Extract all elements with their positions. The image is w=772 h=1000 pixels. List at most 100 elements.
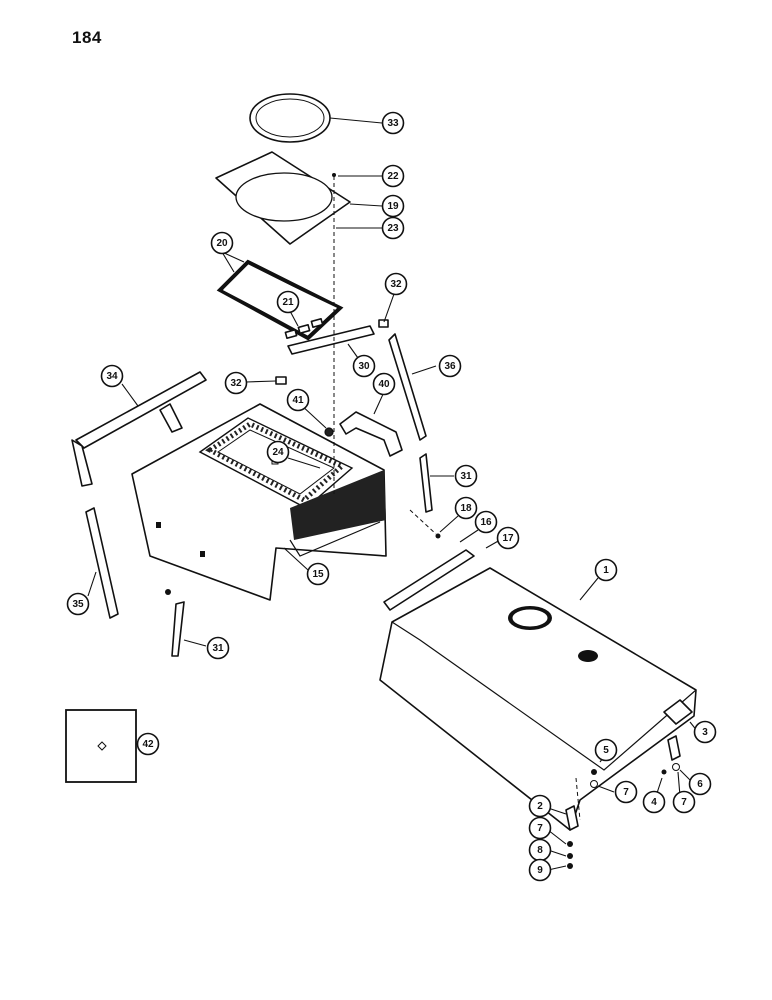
bracket-part [663,699,693,725]
pads-part [284,318,324,339]
callout-circle [381,216,405,240]
callout-32: 32 [384,272,408,296]
bracket-trim-part [71,371,207,487]
callout-label: 16 [480,517,492,528]
reference-box [65,709,137,783]
trim-strip-part [85,507,119,619]
callout-16: 16 [474,510,498,534]
callout-circle [594,738,618,762]
trim-strip-part [419,453,433,513]
callout-label: 32 [390,279,402,290]
callout-6: 6 [688,772,712,796]
callout-label: 30 [358,361,370,372]
callout-circle [352,354,376,378]
callout-circle [100,364,124,388]
callout-40: 40 [372,372,396,396]
callout-7: 7 [614,780,638,804]
callout-label: 8 [537,845,543,856]
callout-label: 18 [460,503,472,514]
callout-circle [276,290,300,314]
pad-part [275,376,287,385]
frame-part [216,259,344,341]
handle-part [339,411,403,457]
callout-23: 23 [381,216,405,240]
callout-3: 3 [693,720,717,744]
trim-strip-part [383,549,475,611]
callout-circle [372,372,396,396]
callout-label: 34 [106,371,118,382]
callout-circle [66,592,90,616]
callout-circle [136,732,160,756]
callout-35: 35 [66,592,90,616]
callout-42: 42 [136,732,160,756]
callout-circle [381,111,405,135]
callout-31: 31 [206,636,230,660]
callout-circle [454,496,478,520]
callout-circle [594,558,618,582]
callout-34: 34 [100,364,124,388]
callout-label: 22 [387,171,399,182]
callout-36: 36 [438,354,462,378]
callout-8: 8 [528,838,552,862]
callout-label: 9 [537,865,543,876]
callout-label: 4 [651,797,657,808]
callout-22: 22 [381,164,405,188]
callout-label: 33 [387,118,399,129]
callout-circle [528,794,552,818]
callout-1: 1 [594,558,618,582]
callout-circle [381,164,405,188]
callout-label: 23 [387,223,399,234]
callout-31: 31 [454,464,478,488]
callout-circle [474,510,498,534]
callout-label: 42 [142,739,154,750]
callout-circle [266,440,290,464]
callout-circle [642,790,666,814]
bolt-part [324,427,334,437]
callout-20: 20 [210,231,234,255]
callout-label: 1 [603,565,609,576]
callout-circle [206,636,230,660]
callout-circle [496,526,520,550]
callout-label: 15 [312,569,324,580]
callout-circle [286,388,310,412]
callout-label: 7 [623,787,629,798]
callout-32: 32 [224,371,248,395]
trim-strip-part [388,333,427,441]
callout-label: 21 [282,297,294,308]
callout-label: 20 [216,238,228,249]
callout-circle [384,272,408,296]
callout-circle [528,858,552,882]
callout-circle [614,780,638,804]
callout-4: 4 [642,790,666,814]
callout-label: 36 [444,361,456,372]
callout-41: 41 [286,388,310,412]
callout-label: 19 [387,201,399,212]
seal-ring-part [249,93,331,143]
callout-2: 2 [528,794,552,818]
callout-label: 31 [212,643,224,654]
callout-19: 19 [381,194,405,218]
bracket-part [565,805,579,831]
bracket-part [667,735,681,761]
callout-circle [381,194,405,218]
callout-label: 3 [702,727,708,738]
callout-label: 5 [603,745,609,756]
callout-7: 7 [528,816,552,840]
hood-part [379,567,697,831]
callout-circle [210,231,234,255]
callout-5: 5 [594,738,618,762]
callout-21: 21 [276,290,300,314]
callout-circle [672,790,696,814]
callout-circle [688,772,712,796]
callout-label: 40 [378,379,390,390]
callout-label: 7 [681,797,687,808]
trim-strip-part [171,601,185,657]
callout-label: 41 [292,395,304,406]
callout-17: 17 [496,526,520,550]
callout-circle [454,464,478,488]
callout-30: 30 [352,354,376,378]
callout-label: 31 [460,471,472,482]
